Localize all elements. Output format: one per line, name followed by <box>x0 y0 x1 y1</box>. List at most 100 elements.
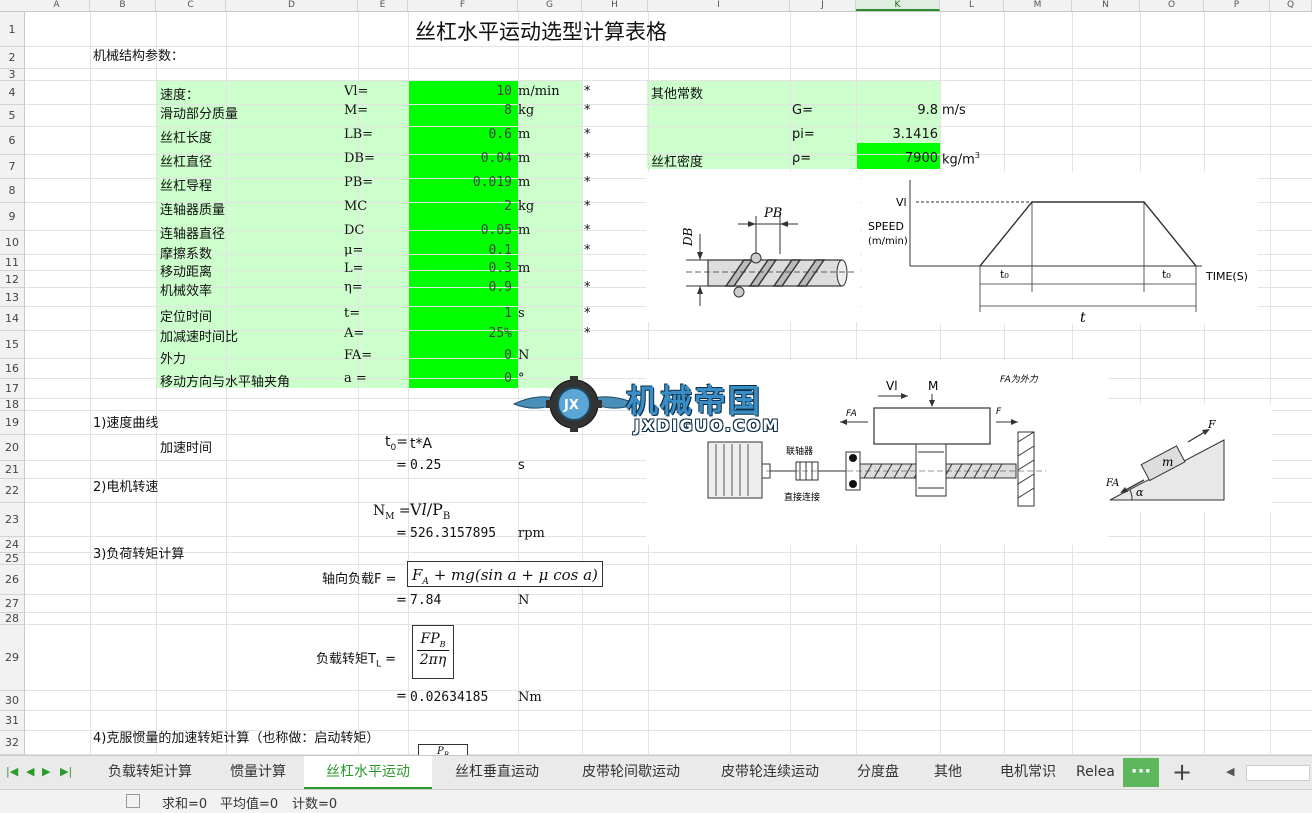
param-symbol[interactable]: A= <box>344 326 365 341</box>
tab-scroll-left-icon[interactable]: ◀ <box>1226 765 1235 778</box>
row-header-30[interactable]: 30 <box>0 691 24 711</box>
param-value[interactable]: 0.6 <box>488 127 512 142</box>
column-header-n[interactable]: N <box>1072 0 1140 11</box>
tab-nav-next-icon[interactable]: ▶ <box>42 765 51 778</box>
column-header-i[interactable]: I <box>648 0 790 11</box>
rho-unit[interactable]: kg/m3 <box>942 151 980 167</box>
param-required-star[interactable]: * <box>584 175 591 190</box>
rho-label[interactable]: 丝杠密度 <box>651 155 704 170</box>
torque-formula[interactable]: FPB 2πη <box>412 625 454 679</box>
row-header-20[interactable]: 20 <box>0 435 24 461</box>
section-speed-curve[interactable]: 1)速度曲线 <box>93 416 159 431</box>
status-sheet-icon[interactable] <box>126 794 140 808</box>
row-header-19[interactable]: 19 <box>0 411 24 435</box>
param-unit[interactable]: m/min <box>518 84 560 99</box>
row-header-8[interactable]: 8 <box>0 179 24 203</box>
param-value[interactable]: 10 <box>496 84 512 99</box>
row-header-10[interactable]: 10 <box>0 231 24 255</box>
tab-nav-prev-icon[interactable]: ◀ <box>26 765 35 778</box>
t0-unit[interactable]: s <box>518 458 525 473</box>
param-label[interactable]: 外力 <box>160 352 187 367</box>
row-header-16[interactable]: 16 <box>0 359 24 379</box>
param-unit[interactable]: m <box>518 151 531 166</box>
column-header-m[interactable]: M <box>1004 0 1072 11</box>
sheet-tab[interactable]: 惯量计算 <box>230 764 286 780</box>
column-header-d[interactable]: D <box>226 0 358 11</box>
param-symbol[interactable]: η= <box>344 280 363 295</box>
row-header-12[interactable]: 12 <box>0 271 24 288</box>
other-title[interactable]: 其他常数 <box>651 87 704 102</box>
param-required-star[interactable]: * <box>584 243 591 258</box>
row-header-14[interactable]: 14 <box>0 307 24 331</box>
rho-value[interactable]: 7900 <box>904 151 938 166</box>
row-header-26[interactable]: 26 <box>0 565 24 595</box>
sheet-tab[interactable]: 电机常识 <box>1000 764 1056 780</box>
g-symbol[interactable]: G= <box>792 103 813 118</box>
row-header-24[interactable]: 24 <box>0 537 24 553</box>
row-header-21[interactable]: 21 <box>0 461 24 479</box>
param-value[interactable]: 2 <box>504 199 512 214</box>
column-header-a[interactable]: A <box>24 0 90 11</box>
param-unit[interactable]: m <box>518 127 531 142</box>
row-header-15[interactable]: 15 <box>0 331 24 359</box>
param-label[interactable]: 机械效率 <box>160 284 213 299</box>
column-header-f[interactable]: F <box>408 0 518 11</box>
sheet-tab[interactable]: 分度盘 <box>857 764 899 780</box>
param-unit[interactable]: kg <box>518 199 535 214</box>
param-label[interactable]: 丝杠导程 <box>160 179 213 194</box>
rho-symbol[interactable]: ρ= <box>792 151 812 166</box>
param-value[interactable]: 0.3 <box>488 261 512 276</box>
nm-symbol[interactable]: NM = <box>373 503 411 522</box>
param-symbol[interactable]: MC <box>344 199 368 214</box>
tab-nav-first-icon[interactable]: |◀ <box>6 765 19 778</box>
param-label[interactable]: 滑动部分质量 <box>160 107 239 122</box>
torque-value[interactable]: 0.02634185 <box>410 690 489 705</box>
row-header-23[interactable]: 23 <box>0 503 24 537</box>
row-header-17[interactable]: 17 <box>0 379 24 399</box>
row-header-28[interactable]: 28 <box>0 613 24 625</box>
column-header-k[interactable]: K <box>856 0 940 11</box>
param-symbol[interactable]: L= <box>344 261 364 276</box>
column-header-l[interactable]: L <box>940 0 1004 11</box>
column-header-p[interactable]: P <box>1204 0 1270 11</box>
row-header-2[interactable]: 2 <box>0 47 24 69</box>
t0-symbol[interactable]: t0= <box>385 434 408 453</box>
param-required-star[interactable]: * <box>584 306 591 321</box>
param-label[interactable]: 摩擦系数 <box>160 247 213 262</box>
column-header-o[interactable]: O <box>1140 0 1204 11</box>
sheet-tab[interactable]: 其他 <box>934 764 962 780</box>
column-header-j[interactable]: J <box>790 0 856 11</box>
param-symbol[interactable]: FA= <box>344 348 373 363</box>
param-value[interactable]: 0.05 <box>480 223 512 238</box>
section-motor-speed[interactable]: 2)电机转速 <box>93 480 159 495</box>
nm-formula[interactable]: Vl/PB <box>410 500 451 523</box>
torque-unit[interactable]: Nm <box>518 690 542 705</box>
more-tabs-button[interactable]: ··· <box>1123 758 1159 787</box>
param-symbol[interactable]: μ= <box>344 243 364 258</box>
column-header-c[interactable]: C <box>156 0 226 11</box>
row-header-25[interactable]: 25 <box>0 553 24 565</box>
sheet-tab[interactable]: 皮带轮间歇运动 <box>582 764 680 780</box>
param-value[interactable]: 8 <box>504 103 512 118</box>
param-required-star[interactable]: * <box>584 223 591 238</box>
tab-nav-last-icon[interactable]: ▶| <box>60 765 73 778</box>
param-label[interactable]: 移动距离 <box>160 265 213 280</box>
param-unit[interactable]: kg <box>518 103 535 118</box>
row-header-29[interactable]: 29 <box>0 625 24 691</box>
param-required-star[interactable]: * <box>584 151 591 166</box>
axial-value[interactable]: 7.84 <box>410 593 442 608</box>
axial-unit[interactable]: N <box>518 593 530 608</box>
param-label[interactable]: 丝杠直径 <box>160 155 213 170</box>
param-unit[interactable]: s <box>518 306 525 321</box>
row-header-31[interactable]: 31 <box>0 711 24 731</box>
accel-time-label[interactable]: 加速时间 <box>160 441 213 456</box>
row-header-4[interactable]: 4 <box>0 81 24 105</box>
param-label[interactable]: 连轴器直径 <box>160 227 226 242</box>
param-unit[interactable]: m <box>518 223 531 238</box>
param-symbol[interactable]: a = <box>344 371 367 386</box>
param-unit[interactable]: ° <box>518 371 525 386</box>
param-label[interactable]: 加减速时间比 <box>160 330 239 345</box>
param-required-star[interactable]: * <box>584 280 591 295</box>
param-unit[interactable]: m <box>518 175 531 190</box>
param-value[interactable]: 1 <box>504 306 512 321</box>
